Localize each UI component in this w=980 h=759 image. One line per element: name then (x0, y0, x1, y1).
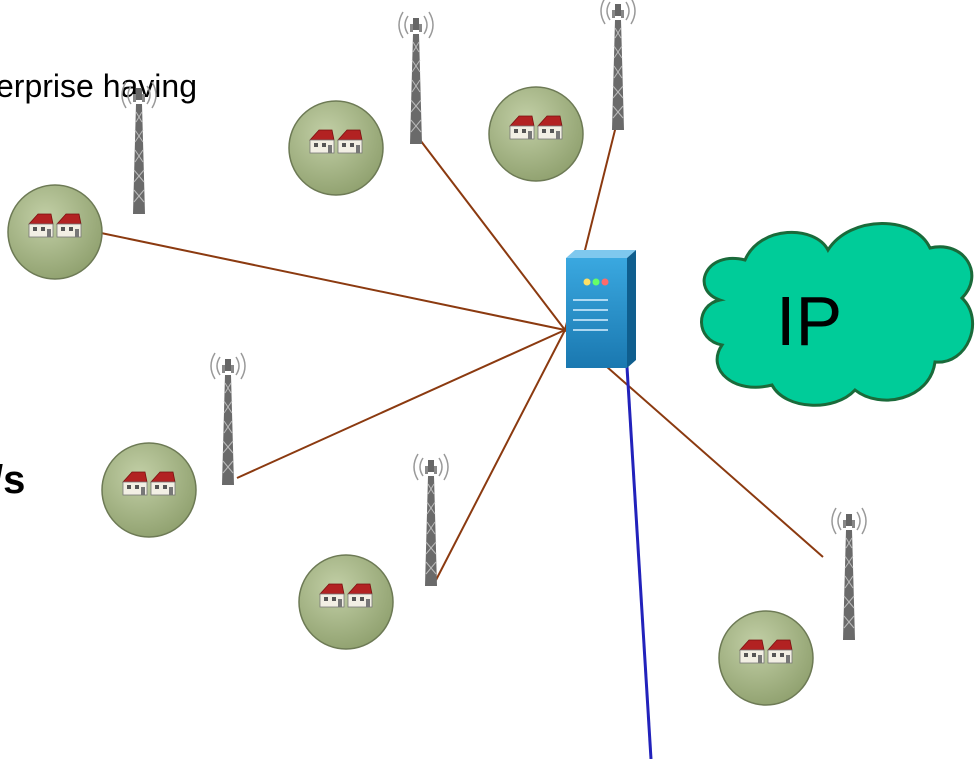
cloud-label: IP (776, 282, 842, 360)
cell-tower-icon (600, 0, 636, 131)
cloud-icon: IP (700, 222, 974, 407)
site-top-right (488, 86, 584, 182)
site-bottom-right (718, 610, 814, 706)
uplink-line (622, 317, 653, 759)
cell-tower-icon (210, 352, 246, 486)
link-left-tower (236, 329, 566, 479)
site-top-left (7, 184, 103, 280)
link-bottom-center-tower (435, 329, 566, 581)
server-icon (566, 250, 636, 368)
site-bottom-center (298, 554, 394, 650)
link-top-center-tower (413, 131, 566, 331)
links (100, 121, 824, 581)
cell-tower-icon (398, 11, 434, 145)
link-top-left-site (100, 232, 566, 331)
slide-text-line-2: /s (0, 458, 26, 502)
site-left (101, 442, 197, 538)
slide-text-line-1: erprise having (0, 68, 197, 104)
cell-tower-icon (121, 81, 157, 215)
cell-tower-icon (831, 507, 867, 641)
site-top-center (288, 100, 384, 196)
